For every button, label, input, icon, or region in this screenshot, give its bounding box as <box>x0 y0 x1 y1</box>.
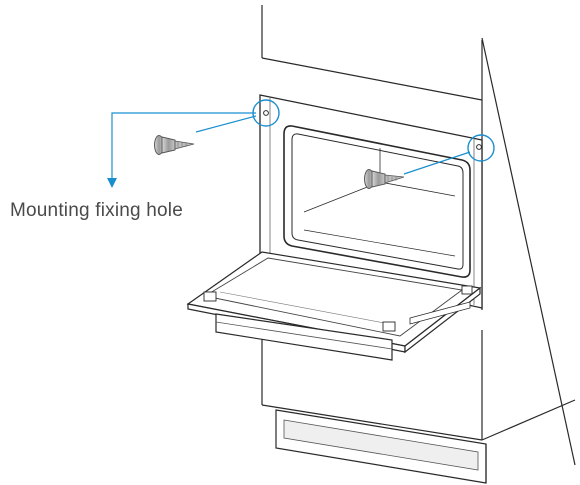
fixing-hole-right <box>467 134 495 162</box>
callout-label: Mounting fixing hole <box>10 200 183 221</box>
door-hinge-right <box>461 285 473 295</box>
oven-cavity-inner <box>291 133 464 270</box>
plinth-recess <box>283 419 479 471</box>
fixing-hole-marker <box>476 144 482 150</box>
leader-right-screw <box>403 151 471 175</box>
door-hinge-left <box>203 291 217 302</box>
cabinet-shelf-top-edge <box>261 57 483 101</box>
door-handle <box>215 313 393 361</box>
fixing-hole-icon <box>467 134 495 162</box>
oven-door <box>186 251 482 361</box>
screw-icon <box>364 169 405 189</box>
oven-cavity-outer <box>283 125 471 278</box>
door-glass-reflection <box>219 291 396 326</box>
cabinet-side-edge <box>481 37 576 466</box>
oven-front-frame <box>259 94 483 309</box>
screw-icon <box>154 135 195 155</box>
leader-lines <box>107 112 471 188</box>
plinth <box>275 409 487 484</box>
oven-frame <box>259 94 483 309</box>
door-side-hinge-rail <box>409 301 471 325</box>
door-hinge-center <box>382 321 396 332</box>
cabinet-base-side-edge <box>481 399 576 441</box>
cabinet-base-edge <box>261 404 483 441</box>
cavity-back-top <box>379 181 456 197</box>
callout-leader <box>111 112 256 180</box>
fixing-hole-marker <box>263 110 269 116</box>
cavity-floor <box>303 229 456 257</box>
leader-left-screw <box>195 115 257 133</box>
arrow-down-icon <box>107 178 117 188</box>
door-handle-groove <box>215 321 393 350</box>
